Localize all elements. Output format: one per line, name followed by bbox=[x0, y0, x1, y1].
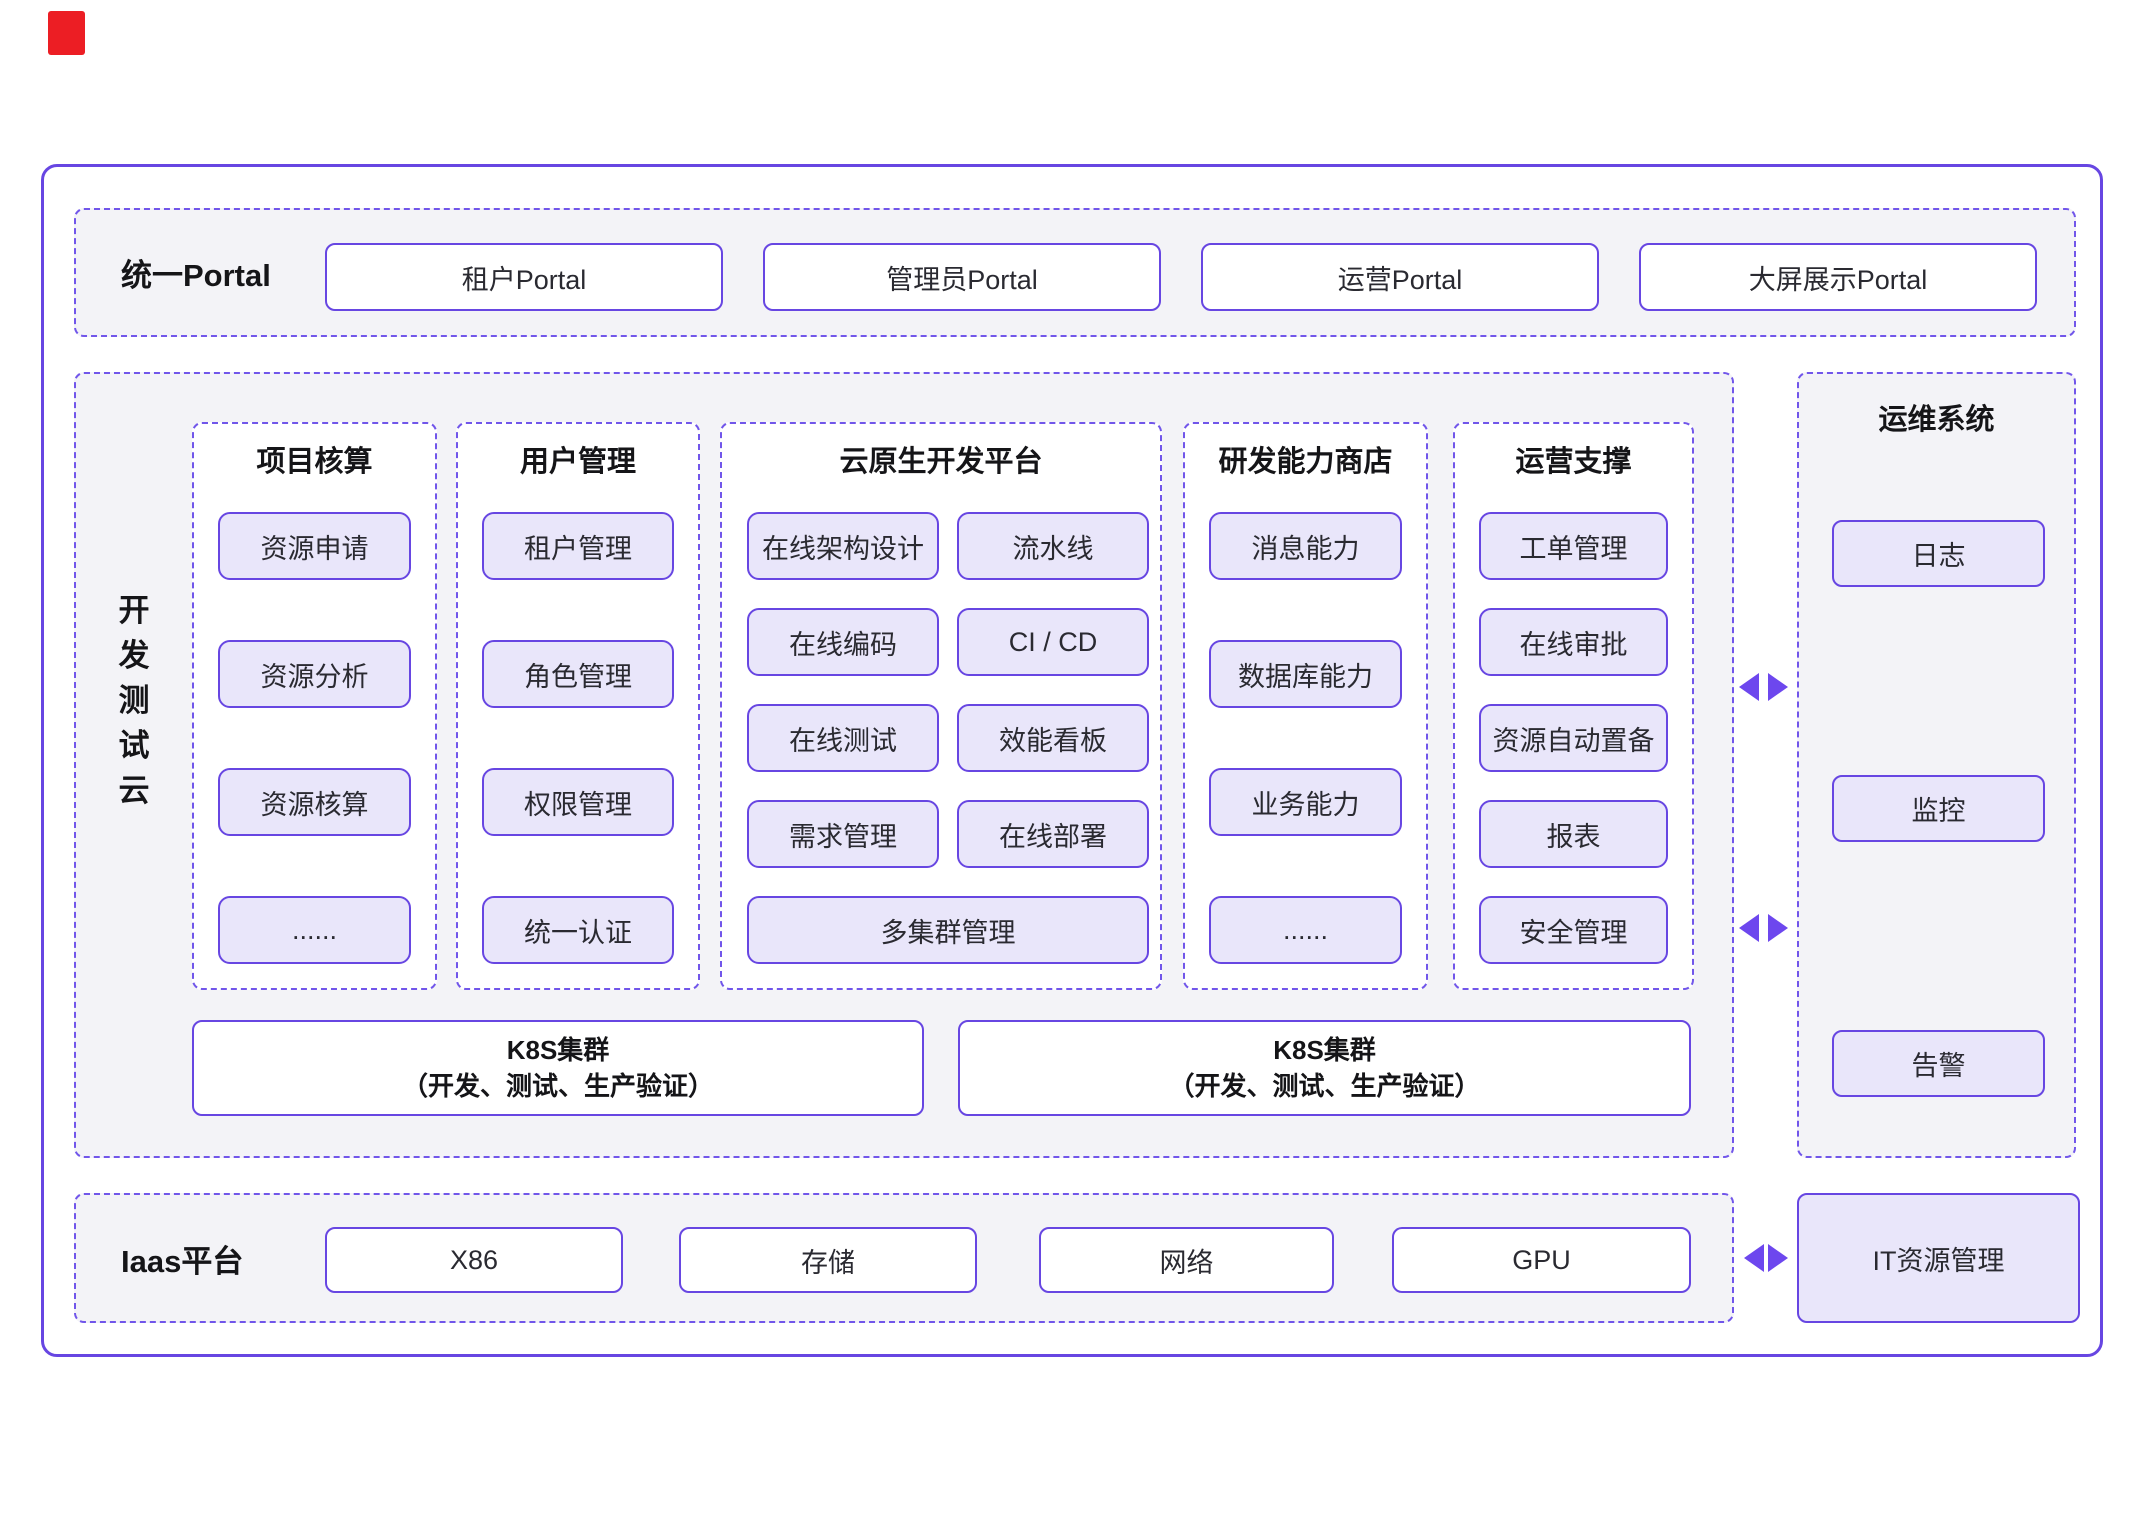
chip: 消息能力 bbox=[1209, 512, 1402, 580]
column-user-management: 用户管理 租户管理 角色管理 权限管理 统一认证 bbox=[456, 422, 700, 990]
column-capability-store: 研发能力商店 消息能力 数据库能力 业务能力 ...... bbox=[1183, 422, 1428, 990]
iaas-box-storage: 存储 bbox=[679, 1227, 977, 1293]
ops-item-monitor: 监控 bbox=[1832, 775, 2045, 842]
column-title: 运营支撑 bbox=[1515, 446, 1632, 478]
chip: 需求管理 bbox=[747, 800, 939, 868]
chip: CI / CD bbox=[957, 608, 1149, 676]
chip: 数据库能力 bbox=[1209, 640, 1402, 708]
vertical-label-char: 试 bbox=[118, 728, 150, 764]
vertical-label-char: 开 bbox=[118, 593, 150, 628]
chip: 在线部署 bbox=[957, 800, 1149, 868]
column-project-accounting: 项目核算 资源申请 资源分析 资源核算 ...... bbox=[192, 422, 437, 990]
column-title: 用户管理 bbox=[519, 446, 636, 478]
arrow-left-icon bbox=[1739, 673, 1759, 701]
dev-test-cloud-vertical-label: 开 发 测 试 云 bbox=[106, 593, 162, 809]
vertical-label-char: 测 bbox=[118, 683, 150, 719]
it-resource-management-box: IT资源管理 bbox=[1797, 1193, 2080, 1323]
chip-multi-cluster: 多集群管理 bbox=[747, 896, 1149, 964]
unified-portal-section: 统一Portal 租户Portal 管理员Portal 运营Portal 大屏展… bbox=[74, 208, 2076, 337]
ops-system-section: 运维系统 日志 监控 告警 bbox=[1797, 372, 2076, 1158]
iaas-box-network: 网络 bbox=[1039, 1227, 1334, 1293]
chip: 资源自动置备 bbox=[1479, 704, 1668, 772]
dev-test-cloud-section: 开 发 测 试 云 项目核算 资源申请 资源分析 资源核算 ...... 用户管… bbox=[74, 372, 1734, 1158]
unified-portal-label: 统一Portal bbox=[121, 258, 271, 293]
chip: 工单管理 bbox=[1479, 512, 1668, 580]
column-title: 项目核算 bbox=[256, 446, 373, 478]
chip: 效能看板 bbox=[957, 704, 1149, 772]
iaas-platform-label: Iaas平台 bbox=[121, 1243, 244, 1279]
column-title: 研发能力商店 bbox=[1218, 446, 1393, 478]
chip: ...... bbox=[1209, 896, 1402, 964]
vertical-label-char: 云 bbox=[118, 773, 150, 809]
chip: 安全管理 bbox=[1479, 896, 1668, 964]
red-logo-block bbox=[48, 11, 85, 55]
chip: 报表 bbox=[1479, 800, 1668, 868]
ops-system-title: 运维系统 bbox=[1878, 404, 1995, 436]
chip: 资源申请 bbox=[218, 512, 411, 580]
chip: 在线架构设计 bbox=[747, 512, 939, 580]
arrow-right-icon bbox=[1768, 914, 1788, 942]
k8s-cluster-subtitle: （开发、测试、生产验证） bbox=[1168, 1071, 1481, 1101]
arrow-right-icon bbox=[1768, 673, 1788, 701]
chip: 统一认证 bbox=[482, 896, 674, 964]
ops-item-log: 日志 bbox=[1832, 520, 2045, 587]
ops-item-alert: 告警 bbox=[1832, 1030, 2045, 1097]
k8s-cluster-subtitle: （开发、测试、生产验证） bbox=[401, 1071, 714, 1101]
arrow-left-icon bbox=[1744, 1244, 1764, 1272]
arrow-right-icon bbox=[1768, 1244, 1788, 1272]
column-operation-support: 运营支撑 工单管理 在线审批 资源自动置备 报表 安全管理 bbox=[1453, 422, 1694, 990]
chip: ...... bbox=[218, 896, 411, 964]
bidirectional-arrow-icon bbox=[1739, 914, 1788, 942]
chip: 租户管理 bbox=[482, 512, 674, 580]
k8s-cluster-title: K8S集群 bbox=[1273, 1035, 1376, 1065]
portal-box-tenant: 租户Portal bbox=[325, 243, 723, 311]
chip: 权限管理 bbox=[482, 768, 674, 836]
bidirectional-arrow-icon bbox=[1744, 1244, 1788, 1272]
iaas-box-x86: X86 bbox=[325, 1227, 623, 1293]
chip: 角色管理 bbox=[482, 640, 674, 708]
column-cloud-native-platform: 云原生开发平台 在线架构设计 流水线 在线编码 CI / CD 在线测试 效能看… bbox=[720, 422, 1162, 990]
portal-box-admin: 管理员Portal bbox=[763, 243, 1161, 311]
chip: 资源核算 bbox=[218, 768, 411, 836]
iaas-platform-section: Iaas平台 X86 存储 网络 GPU bbox=[74, 1193, 1734, 1323]
column-title: 云原生开发平台 bbox=[839, 446, 1043, 478]
chip: 资源分析 bbox=[218, 640, 411, 708]
bidirectional-arrow-icon bbox=[1739, 673, 1788, 701]
portal-box-bigscreen: 大屏展示Portal bbox=[1639, 243, 2037, 311]
chip: 业务能力 bbox=[1209, 768, 1402, 836]
chip: 在线审批 bbox=[1479, 608, 1668, 676]
chip: 流水线 bbox=[957, 512, 1149, 580]
chip: 在线编码 bbox=[747, 608, 939, 676]
portal-box-ops: 运营Portal bbox=[1201, 243, 1599, 311]
vertical-label-char: 发 bbox=[118, 638, 150, 674]
arrow-left-icon bbox=[1739, 914, 1759, 942]
k8s-cluster-box: K8S集群 （开发、测试、生产验证） bbox=[958, 1020, 1691, 1116]
iaas-box-gpu: GPU bbox=[1392, 1227, 1691, 1293]
k8s-cluster-box: K8S集群 （开发、测试、生产验证） bbox=[192, 1020, 924, 1116]
k8s-cluster-title: K8S集群 bbox=[506, 1035, 610, 1065]
chip: 在线测试 bbox=[747, 704, 939, 772]
platform-outer-frame: 统一Portal 租户Portal 管理员Portal 运营Portal 大屏展… bbox=[41, 164, 2103, 1357]
